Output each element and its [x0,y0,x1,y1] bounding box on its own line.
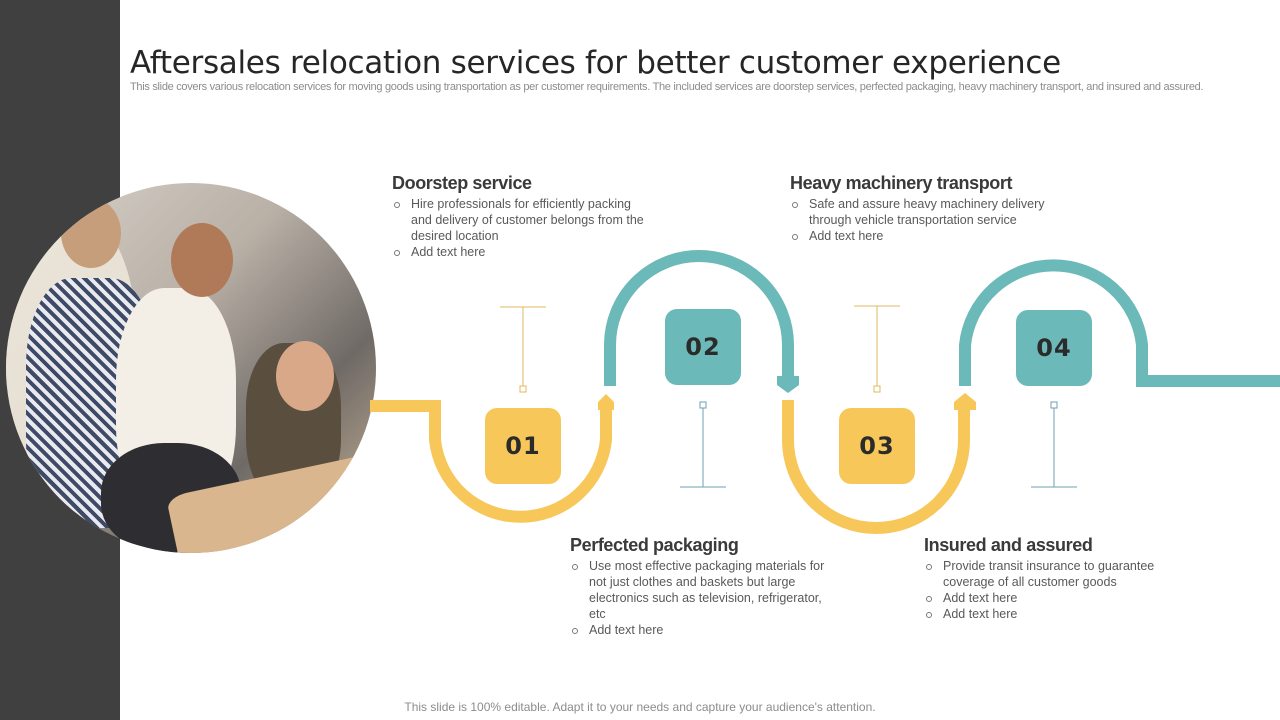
bullet-item: Hire professionals for efficiently packi… [392,196,652,244]
teal-path-1 [604,250,794,386]
arrow-down-icon [777,376,799,393]
page-title: Aftersales relocation services for bette… [130,44,1061,81]
step-heading: Heavy machinery transport [790,173,1013,193]
bullet-item: Add text here [392,244,652,260]
bullet-item: Add text here [924,606,1176,622]
step-block-perfected-packaging: Perfected packaging Use most effective p… [570,534,832,638]
callout-connector-2 [680,401,726,488]
yellow-path-2 [782,400,970,534]
bullet-item: Add text here [924,590,1176,606]
callout-connector-1 [500,306,546,393]
teal-path-2 [959,259,1280,387]
step-heading: Doorstep service [392,173,532,193]
step-number-04: 04 [1016,310,1092,386]
step-heading: Insured and assured [924,535,1093,555]
callout-connector-3 [854,305,900,393]
callout-connector-4 [1031,401,1077,488]
step-number-03: 03 [839,408,915,484]
team-photo [6,183,376,553]
step-number-02: 02 [665,309,741,385]
step-heading: Perfected packaging [570,535,739,555]
slide-description: This slide covers various relocation ser… [130,81,1204,93]
step-block-insured-and-assured: Insured and assured Provide transit insu… [924,534,1176,622]
bullet-item: Safe and assure heavy machinery delivery… [790,196,1065,228]
bullet-list: Provide transit insurance to guarantee c… [924,558,1176,622]
step-number-01: 01 [485,408,561,484]
bullet-item: Provide transit insurance to guarantee c… [924,558,1176,590]
bullet-list: Use most effective packaging materials f… [570,558,832,638]
bullet-item: Use most effective packaging materials f… [570,558,832,622]
yellow-path-1 [370,400,612,523]
bullet-list: Safe and assure heavy machinery delivery… [790,196,1065,244]
bullet-item: Add text here [790,228,1065,244]
bullet-item: Add text here [570,622,832,638]
arrow-up-icon [954,393,976,410]
step-block-heavy-machinery-transport: Heavy machinery transport Safe and assur… [790,172,1065,244]
footer-note: This slide is 100% editable. Adapt it to… [404,700,876,714]
bullet-list: Hire professionals for efficiently packi… [392,196,652,260]
arrow-up-icon [598,394,614,410]
step-block-doorstep-service: Doorstep service Hire professionals for … [392,172,652,260]
